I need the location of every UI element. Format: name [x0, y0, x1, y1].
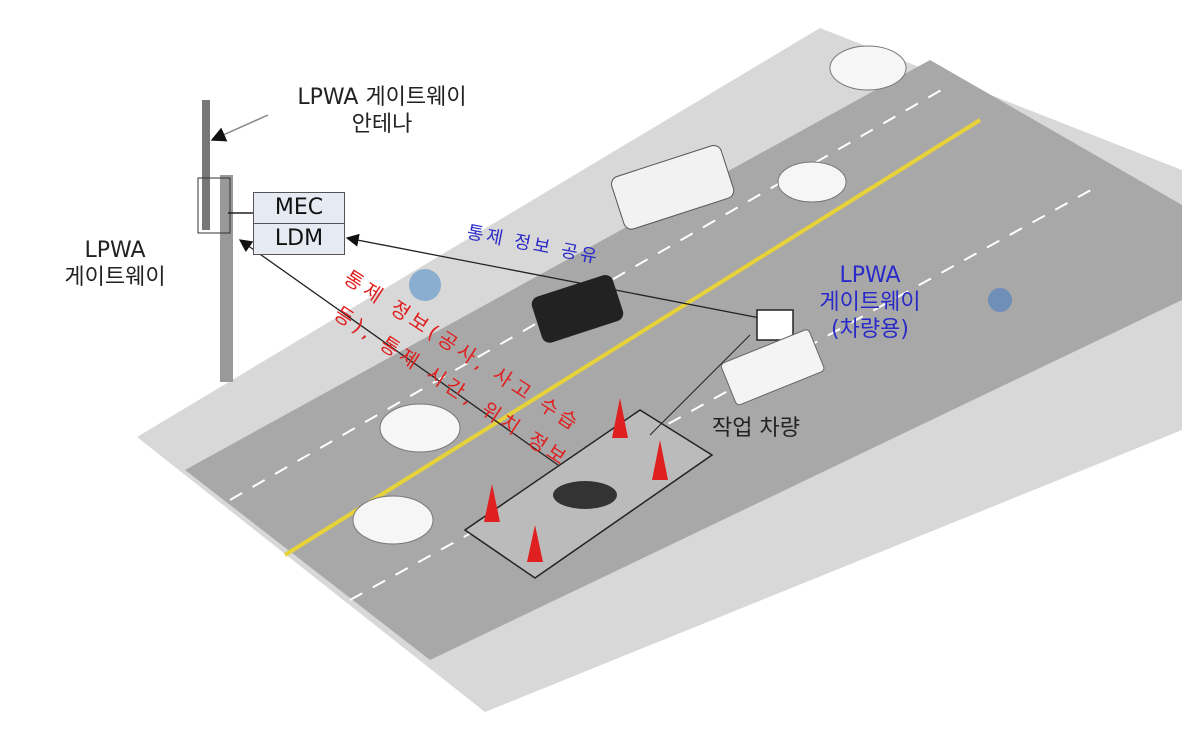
- car: [352, 495, 434, 545]
- traffic-cones: [484, 398, 668, 562]
- gateway-label: LPWA 게이트웨이: [55, 237, 175, 291]
- gateway-label-line: 게이트웨이: [64, 265, 166, 290]
- wheelchair-user: [409, 269, 441, 301]
- vehicle-gateway-device: [756, 309, 794, 341]
- vehicle-gateway-label-line: (차량용): [831, 317, 909, 342]
- pole: [220, 175, 233, 382]
- gateway-device: [197, 177, 231, 234]
- pole-antenna: [202, 100, 210, 230]
- control-arrow: [238, 239, 559, 466]
- antenna-label: LPWA 게이트웨이 안테나: [262, 84, 502, 138]
- ldm-box: LDM: [253, 223, 345, 255]
- work-vehicle-label: 작업 차량: [712, 416, 800, 441]
- vehicles: [352, 45, 1012, 545]
- antenna-label-line: LPWA 게이트웨이: [297, 85, 467, 110]
- share-arrow: [345, 233, 773, 327]
- shuttle: [531, 274, 624, 343]
- vehicle-gateway-label: LPWA 게이트웨이 (차량용): [800, 262, 940, 343]
- road: [185, 60, 1182, 660]
- car: [777, 161, 847, 203]
- antenna-label-line: 안테나: [351, 112, 413, 137]
- vehicle-gateway-label-line: LPWA: [839, 263, 901, 288]
- center-line: [283, 118, 982, 557]
- vehicle-gateway-label-line: 게이트웨이: [819, 290, 921, 315]
- cyclist: [988, 288, 1012, 312]
- pothole: [553, 481, 617, 509]
- gateway-label-line: LPWA: [84, 238, 146, 263]
- bus: [611, 144, 735, 230]
- car: [379, 403, 461, 453]
- car: [829, 45, 907, 91]
- work-truck: [720, 329, 825, 406]
- mec-box: MEC: [253, 192, 345, 224]
- lane-line-upper: [229, 84, 951, 501]
